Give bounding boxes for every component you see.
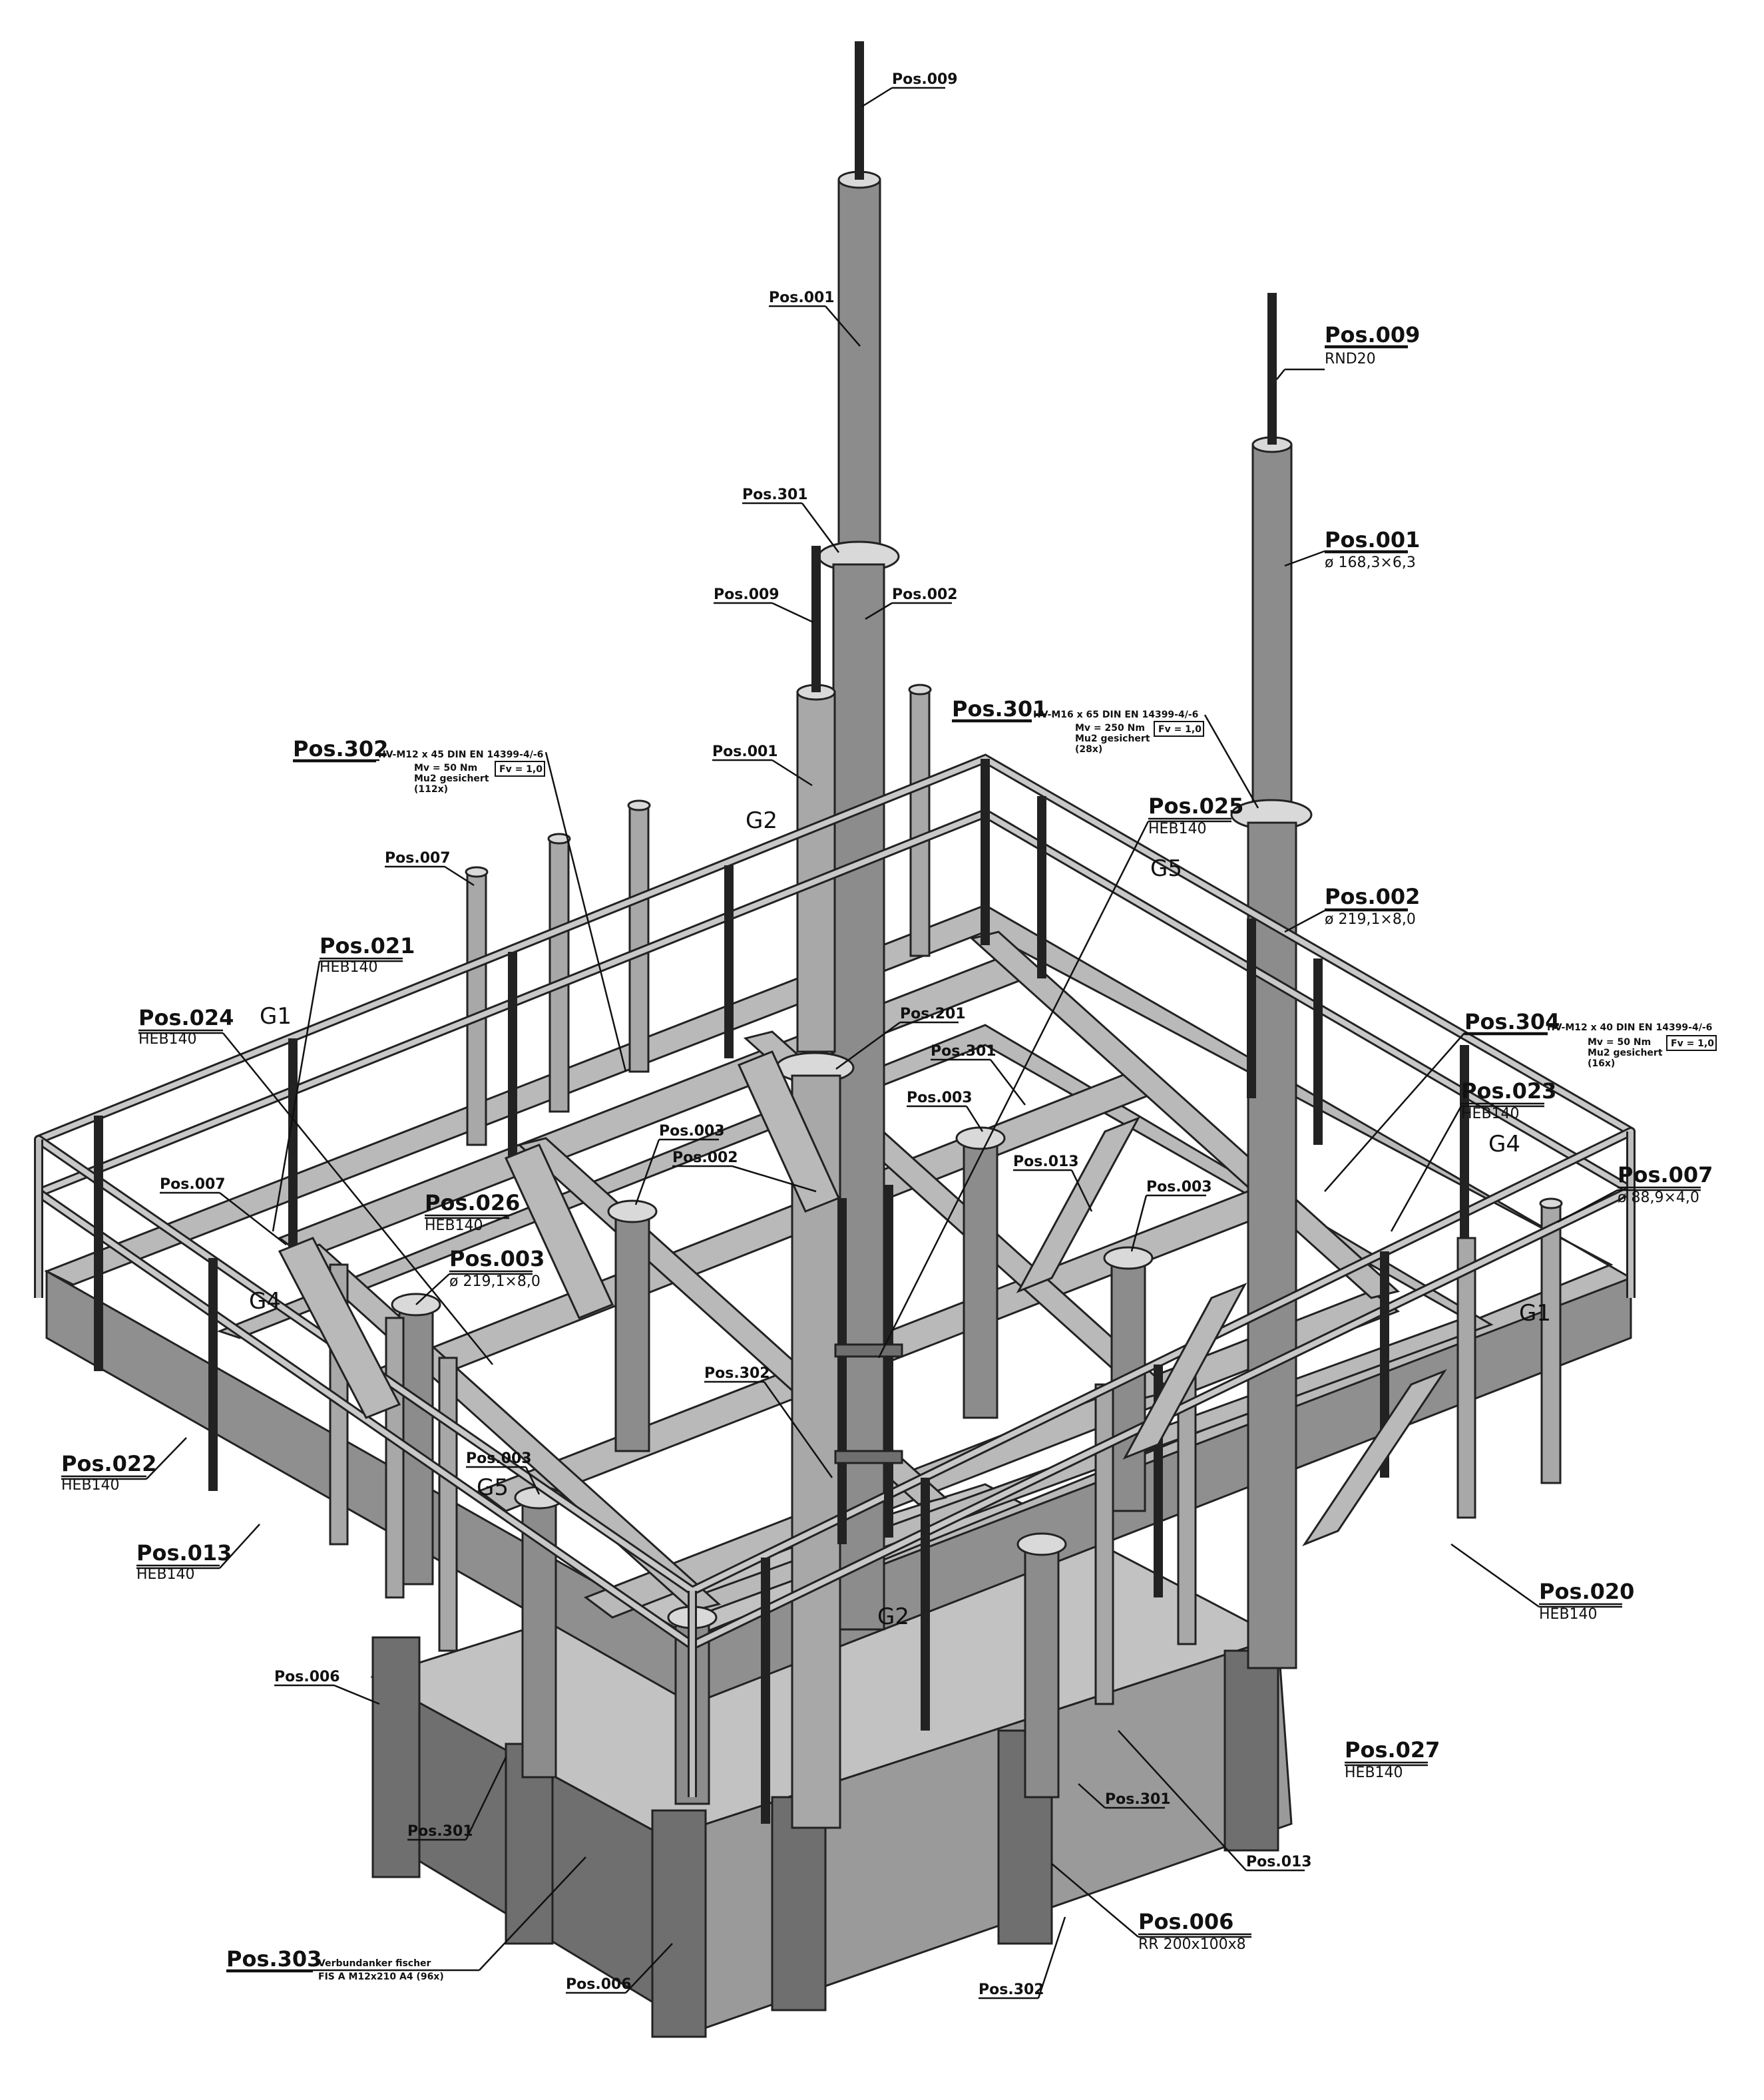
label-pos-009-mid: Pos.009 <box>714 586 779 603</box>
label-pos-304-note1: Mv = 50 Nm <box>1588 1037 1651 1048</box>
ladder <box>834 1185 903 1544</box>
label-pos-003-right: Pos.003 <box>1146 1179 1212 1195</box>
label-pos-002-right: Pos.002 <box>1325 884 1420 909</box>
label-pos-025-sub: HEB140 <box>1148 821 1207 837</box>
label-g1-right: G1 <box>1519 1300 1551 1327</box>
label-pos-002-upper: Pos.002 <box>892 586 958 603</box>
label-pos-026: Pos.026 <box>425 1190 520 1215</box>
label-pos-301-main-note2: Mu2 gesichert <box>1075 734 1150 744</box>
label-pos-301-main-note1: Mv = 250 Nm <box>1075 723 1145 734</box>
label-pos-002-center: Pos.002 <box>672 1150 738 1166</box>
label-pos-302-main: Pos.302 <box>293 736 388 761</box>
label-pos-301-upper: Pos.301 <box>742 487 808 503</box>
label-pos-302-main-note2: Mu2 gesichert <box>414 773 489 784</box>
label-pos-024: Pos.024 <box>138 1005 234 1030</box>
label-pos-006-bottom: Pos.006 <box>566 1976 632 1993</box>
label-pos-023: Pos.023 <box>1461 1078 1556 1104</box>
label-pos-026-sub: HEB140 <box>425 1217 483 1234</box>
label-pos-302-main-spec: HV-M12 x 45 DIN EN 14399-4/-6 <box>378 749 543 760</box>
label-pos-013-left-sub: HEB140 <box>136 1566 195 1583</box>
label-pos-302-bottom: Pos.302 <box>979 1982 1044 1998</box>
label-pos-022-sub: HEB140 <box>61 1477 120 1494</box>
railing-posts <box>329 684 1563 1705</box>
label-pos-304-box: Fv = 1,0 <box>1671 1038 1714 1049</box>
label-pos-201: Pos.201 <box>900 1006 966 1022</box>
label-pos-025: Pos.025 <box>1148 793 1243 819</box>
label-pos-302-center: Pos.302 <box>704 1365 770 1382</box>
label-pos-302-main-note3: (112x) <box>414 784 448 795</box>
label-pos-021: Pos.021 <box>320 933 415 958</box>
label-pos-020: Pos.020 <box>1539 1579 1634 1604</box>
label-g5-top: G5 <box>1150 855 1182 882</box>
label-pos-304-note2: Mu2 gesichert <box>1588 1048 1663 1058</box>
label-pos-301-low: Pos.301 <box>407 1823 473 1840</box>
label-pos-303-spec2: FIS A M12x210 A4 (96x) <box>318 1972 444 1982</box>
label-g5-low: G5 <box>477 1474 509 1501</box>
label-pos-304: Pos.304 <box>1464 1009 1560 1034</box>
label-pos-003-left: Pos.003 <box>449 1246 545 1271</box>
label-pos-303: Pos.303 <box>226 1946 322 1972</box>
label-pos-024-sub: HEB140 <box>138 1031 197 1048</box>
label-pos-006-right: Pos.006 <box>1138 1909 1233 1934</box>
label-pos-001-left: Pos.001 <box>769 290 835 306</box>
label-pos-009-top: Pos.009 <box>892 71 958 88</box>
label-pos-001-mid: Pos.001 <box>712 743 778 760</box>
label-pos-301-main: Pos.301 <box>952 696 1047 722</box>
label-pos-022: Pos.022 <box>61 1451 156 1476</box>
label-pos-020-sub: HEB140 <box>1539 1606 1598 1623</box>
label-pos-303-spec1: Verbundanker fischer <box>318 1958 431 1969</box>
label-pos-001-right-sub: ø 168,3×6,3 <box>1325 554 1416 571</box>
label-g1-left: G1 <box>260 1003 292 1030</box>
label-pos-003-low: Pos.003 <box>466 1450 532 1467</box>
label-pos-003-left-sub: ø 219,1×8,0 <box>449 1273 541 1290</box>
label-pos-013-left: Pos.013 <box>136 1540 232 1566</box>
label-pos-304-note3: (16x) <box>1588 1058 1615 1069</box>
label-g2-top: G2 <box>746 807 777 834</box>
label-pos-013-center: Pos.013 <box>1013 1154 1079 1170</box>
diagonal-braces <box>278 1050 1447 1547</box>
label-g4-left: G4 <box>249 1288 281 1315</box>
label-pos-021-sub: HEB140 <box>320 959 378 976</box>
label-pos-002-right-sub: ø 219,1×8,0 <box>1325 911 1416 928</box>
label-pos-301-main-box: Fv = 1,0 <box>1158 724 1202 735</box>
label-pos-003-a: Pos.003 <box>659 1123 725 1140</box>
label-pos-003-center: Pos.003 <box>907 1090 973 1106</box>
label-pos-302-main-box: Fv = 1,0 <box>499 764 543 775</box>
labels: Pos.009 Pos.001 Pos.009 RND20 Pos.301 Po… <box>61 71 1717 1998</box>
label-pos-009-right: Pos.009 <box>1325 322 1420 347</box>
label-pos-007-right-sub: ø 88,9×4,0 <box>1618 1189 1699 1206</box>
label-underlines <box>61 346 1701 1973</box>
label-pos-301-main-note3: (28x) <box>1075 744 1102 755</box>
label-pos-006-right-sub: RR 200x100x8 <box>1138 1936 1246 1953</box>
leader-lines <box>61 87 1701 1999</box>
label-pos-301-base: Pos.301 <box>1105 1791 1171 1808</box>
label-pos-009-right-sub: RND20 <box>1325 351 1376 367</box>
structure <box>34 41 1636 2038</box>
label-pos-023-sub: HEB140 <box>1461 1106 1520 1122</box>
label-pos-007-mid: Pos.007 <box>160 1176 226 1193</box>
label-pos-001-right: Pos.001 <box>1325 527 1420 552</box>
mast-right <box>1230 293 1313 1669</box>
label-g2-low: G2 <box>877 1603 909 1630</box>
label-pos-302-main-note1: Mv = 50 Nm <box>414 763 477 773</box>
label-pos-013-low: Pos.013 <box>1246 1854 1312 1870</box>
label-pos-301-main-spec: HV-M16 x 65 DIN EN 14399-4/-6 <box>1033 710 1198 720</box>
label-pos-007-left: Pos.007 <box>385 850 451 867</box>
label-pos-301-center: Pos.301 <box>931 1043 996 1060</box>
label-pos-027: Pos.027 <box>1345 1737 1440 1763</box>
label-pos-006-left: Pos.006 <box>274 1669 340 1685</box>
label-pos-007-right: Pos.007 <box>1618 1162 1713 1187</box>
label-g4-right: G4 <box>1488 1131 1520 1157</box>
label-pos-027-sub: HEB140 <box>1345 1765 1403 1781</box>
railings <box>34 753 1636 1824</box>
label-pos-304-spec: HV-M12 x 40 DIN EN 14399-4/-6 <box>1547 1022 1712 1033</box>
